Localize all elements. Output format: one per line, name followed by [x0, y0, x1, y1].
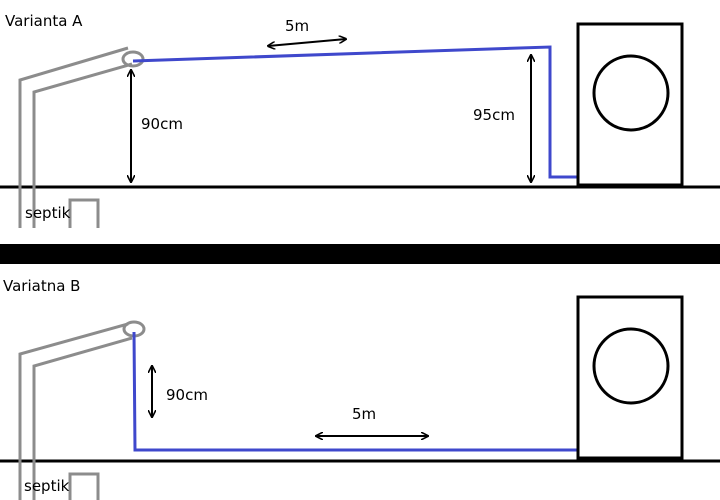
- variant-b-drain-hose: [132, 331, 578, 452]
- variant-a-drain-standpipe: [18, 46, 145, 228]
- washing-machine-icon: [592, 327, 670, 405]
- variant-a-panel: Varianta A septik 5m 90cm 95cm: [0, 12, 720, 228]
- variant-a-washing-machine: [576, 22, 684, 187]
- variant-b-washing-machine: [576, 295, 684, 460]
- variant-a-length-arrow: [268, 39, 346, 46]
- variant-a-septic-label: septik: [25, 204, 71, 222]
- washing-machine-icon: [592, 54, 670, 132]
- variant-a-drain-hose: [132, 45, 578, 179]
- variant-b-length-label: 5m: [352, 405, 376, 423]
- variant-b-drain-height-label: 90cm: [166, 386, 208, 404]
- drain-inlet-icon: [121, 50, 145, 68]
- variant-a-title: Varianta A: [5, 12, 83, 30]
- section-divider: [0, 244, 720, 264]
- variant-b-septic-label: septik: [24, 477, 70, 495]
- variant-b-title: Variatna B: [3, 277, 80, 295]
- variant-b-panel: Variatna B septik 90cm 5m: [0, 277, 720, 500]
- variant-a-machine-height-label: 95cm: [473, 106, 515, 124]
- variant-a-length-label: 5m: [285, 17, 309, 35]
- variant-a-drain-height-label: 90cm: [141, 115, 183, 133]
- variant-b-drain-standpipe: [18, 320, 146, 500]
